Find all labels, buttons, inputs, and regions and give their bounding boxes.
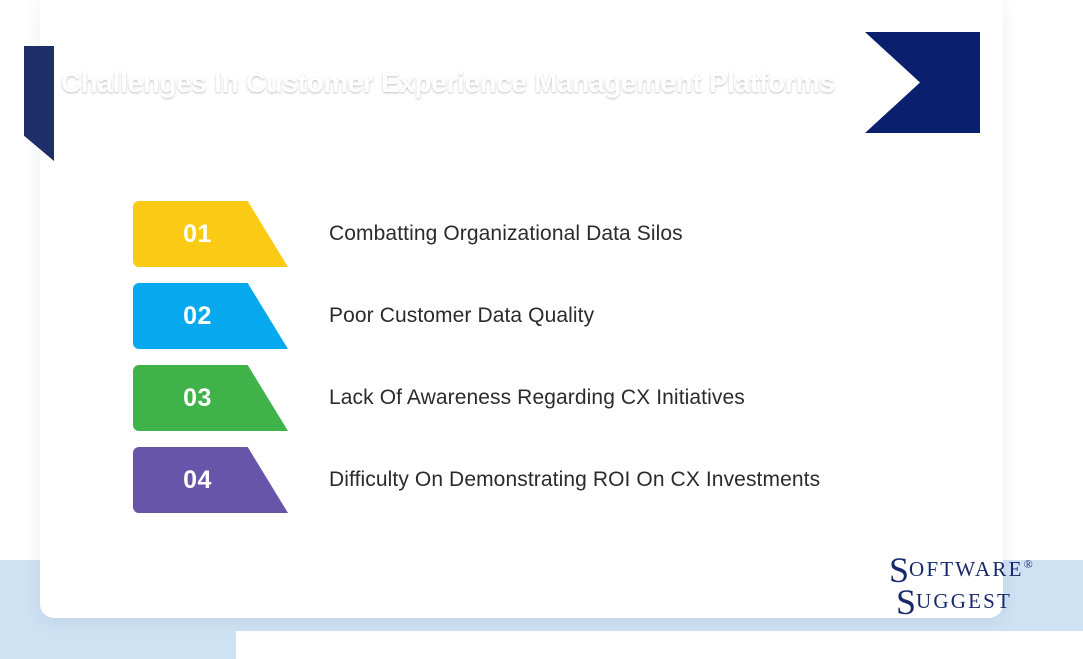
logo-capital-s-2: S xyxy=(896,582,917,622)
badge-number: 02 xyxy=(183,301,212,330)
badge-number: 01 xyxy=(183,219,212,248)
row-background-bar xyxy=(281,365,953,431)
logo-text-software: OFTWARE xyxy=(909,557,1024,581)
registered-trademark-icon: ® xyxy=(1023,557,1033,571)
bottom-band-notch xyxy=(236,631,1083,659)
row-background-bar xyxy=(281,283,953,349)
badge-number: 03 xyxy=(183,383,212,412)
list-item: 01 Combatting Organizational Data Silos xyxy=(133,201,953,269)
badge-number: 04 xyxy=(183,465,212,494)
row-bar-surface xyxy=(281,447,953,513)
logo-text-suggest: UGGEST xyxy=(916,589,1013,613)
row-background-bar xyxy=(281,447,953,513)
number-badge-02: 02 xyxy=(133,283,288,349)
list-item: 03 Lack Of Awareness Regarding CX Initia… xyxy=(133,365,953,433)
row-bar-surface xyxy=(281,365,953,431)
page-title: Challenges In Customer Experience Manage… xyxy=(61,66,835,98)
softwaresuggest-logo: SOFTWARE® SUGGEST xyxy=(889,552,1034,620)
row-bar-surface xyxy=(281,201,953,267)
header-banner: Challenges In Customer Experience Manage… xyxy=(24,32,980,161)
logo-line-software: SOFTWARE® xyxy=(889,552,1034,588)
row-bar-surface xyxy=(281,283,953,349)
logo-capital-s-1: S xyxy=(889,550,910,590)
ribbon-shape xyxy=(24,32,980,133)
logo-line-suggest: SUGGEST xyxy=(896,584,1034,620)
number-badge-01: 01 xyxy=(133,201,288,267)
list-item: 04 Difficulty On Demonstrating ROI On CX… xyxy=(133,447,953,515)
challenges-list: 01 Combatting Organizational Data Silos … xyxy=(133,201,953,529)
number-badge-04: 04 xyxy=(133,447,288,513)
list-item: 02 Poor Customer Data Quality xyxy=(133,283,953,351)
number-badge-03: 03 xyxy=(133,365,288,431)
challenge-label: Difficulty On Demonstrating ROI On CX In… xyxy=(329,468,821,491)
row-background-bar xyxy=(281,201,953,267)
challenge-label: Poor Customer Data Quality xyxy=(329,304,595,327)
challenge-label: Lack Of Awareness Regarding CX Initiativ… xyxy=(329,386,745,409)
challenge-label: Combatting Organizational Data Silos xyxy=(329,222,683,245)
